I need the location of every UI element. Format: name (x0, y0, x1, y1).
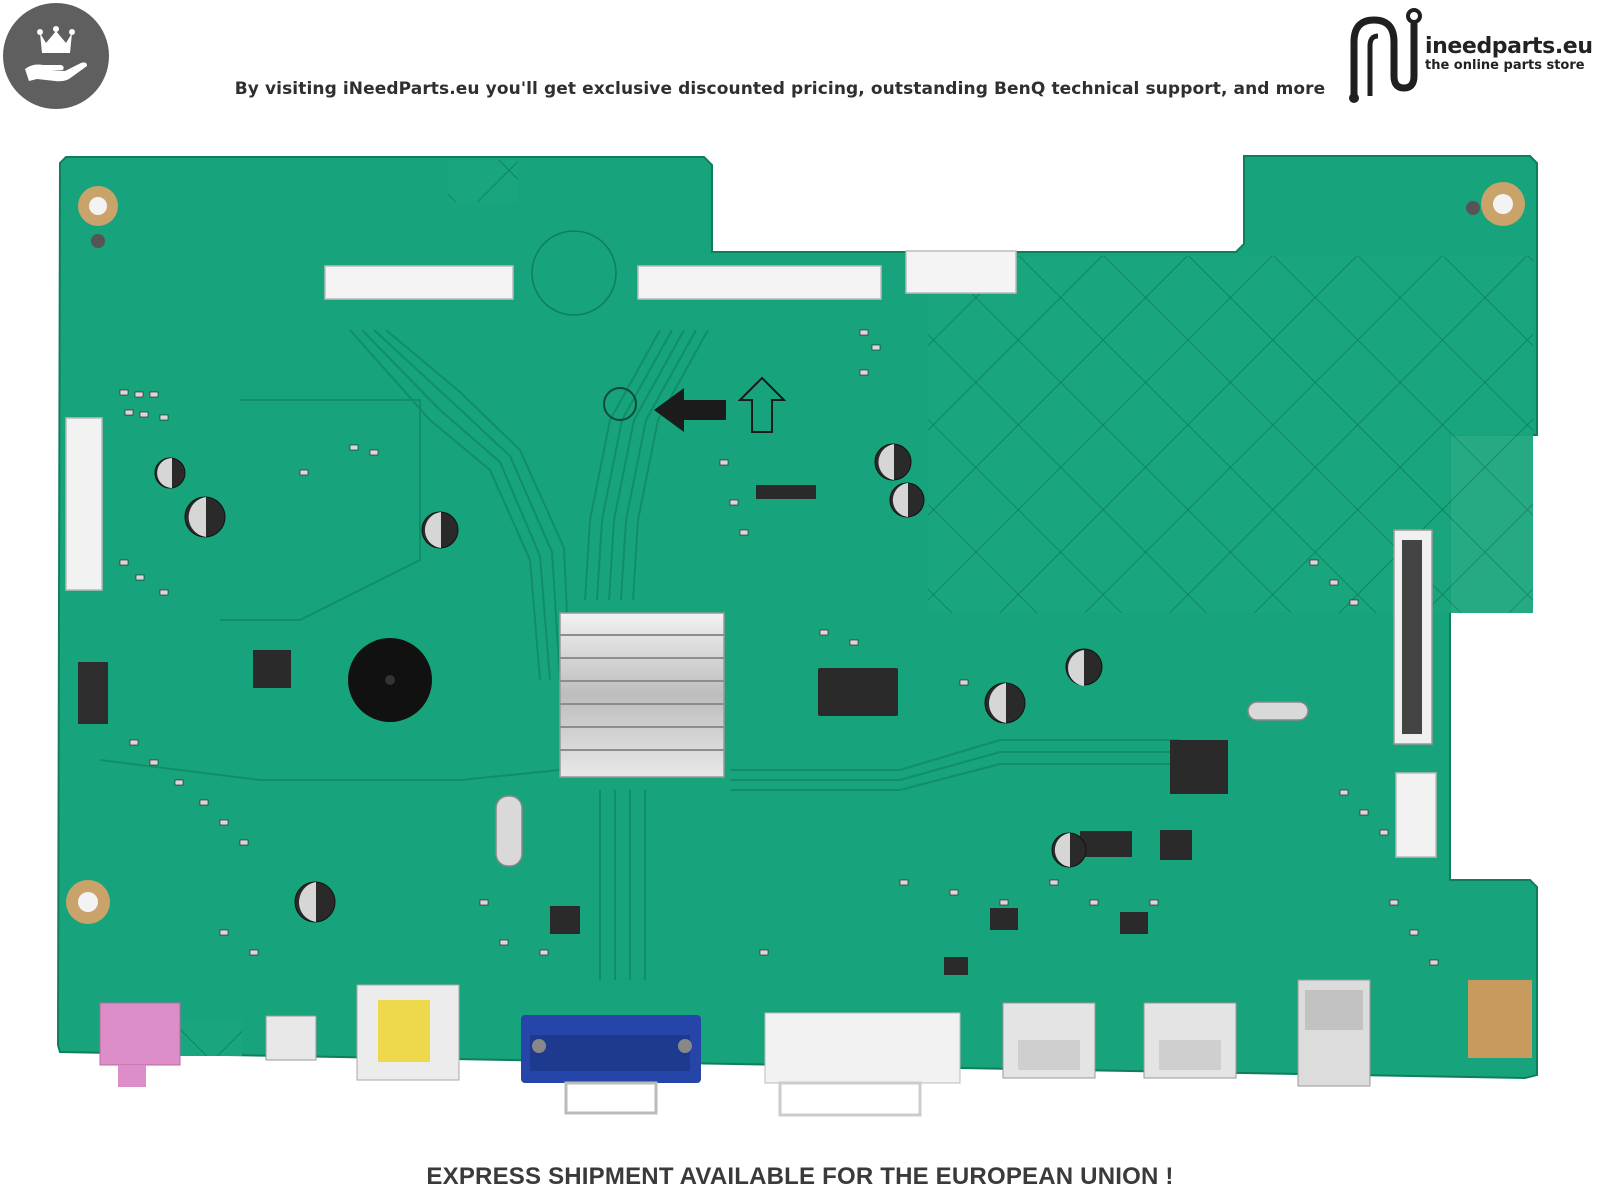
crown-badge (3, 3, 109, 109)
crystals (495, 701, 1309, 867)
edge-connectors (99, 979, 1371, 1117)
ics (253, 485, 1228, 975)
logo-subtitle: the online parts store (1425, 58, 1585, 73)
ineedparts-logo[interactable]: ineedparts.eu the online parts store (1340, 4, 1600, 104)
mounting-holes (66, 182, 1525, 924)
shipping-banner: EXPRESS SHIPMENT AVAILABLE FOR THE EUROP… (426, 1163, 1174, 1190)
copper-pad (1468, 980, 1532, 1058)
circuit-n-logo-icon (1349, 8, 1422, 103)
trace-bundles (99, 329, 1180, 980)
crown-hand-icon (25, 26, 87, 82)
ground-plane (928, 256, 1533, 613)
smd-components (119, 329, 1439, 966)
heatsink (559, 612, 725, 778)
promo-tagline: By visiting iNeedParts.eu you'll get exc… (234, 79, 1326, 99)
top-connectors (65, 250, 1437, 858)
logo-name: ineedparts.eu (1425, 34, 1593, 59)
